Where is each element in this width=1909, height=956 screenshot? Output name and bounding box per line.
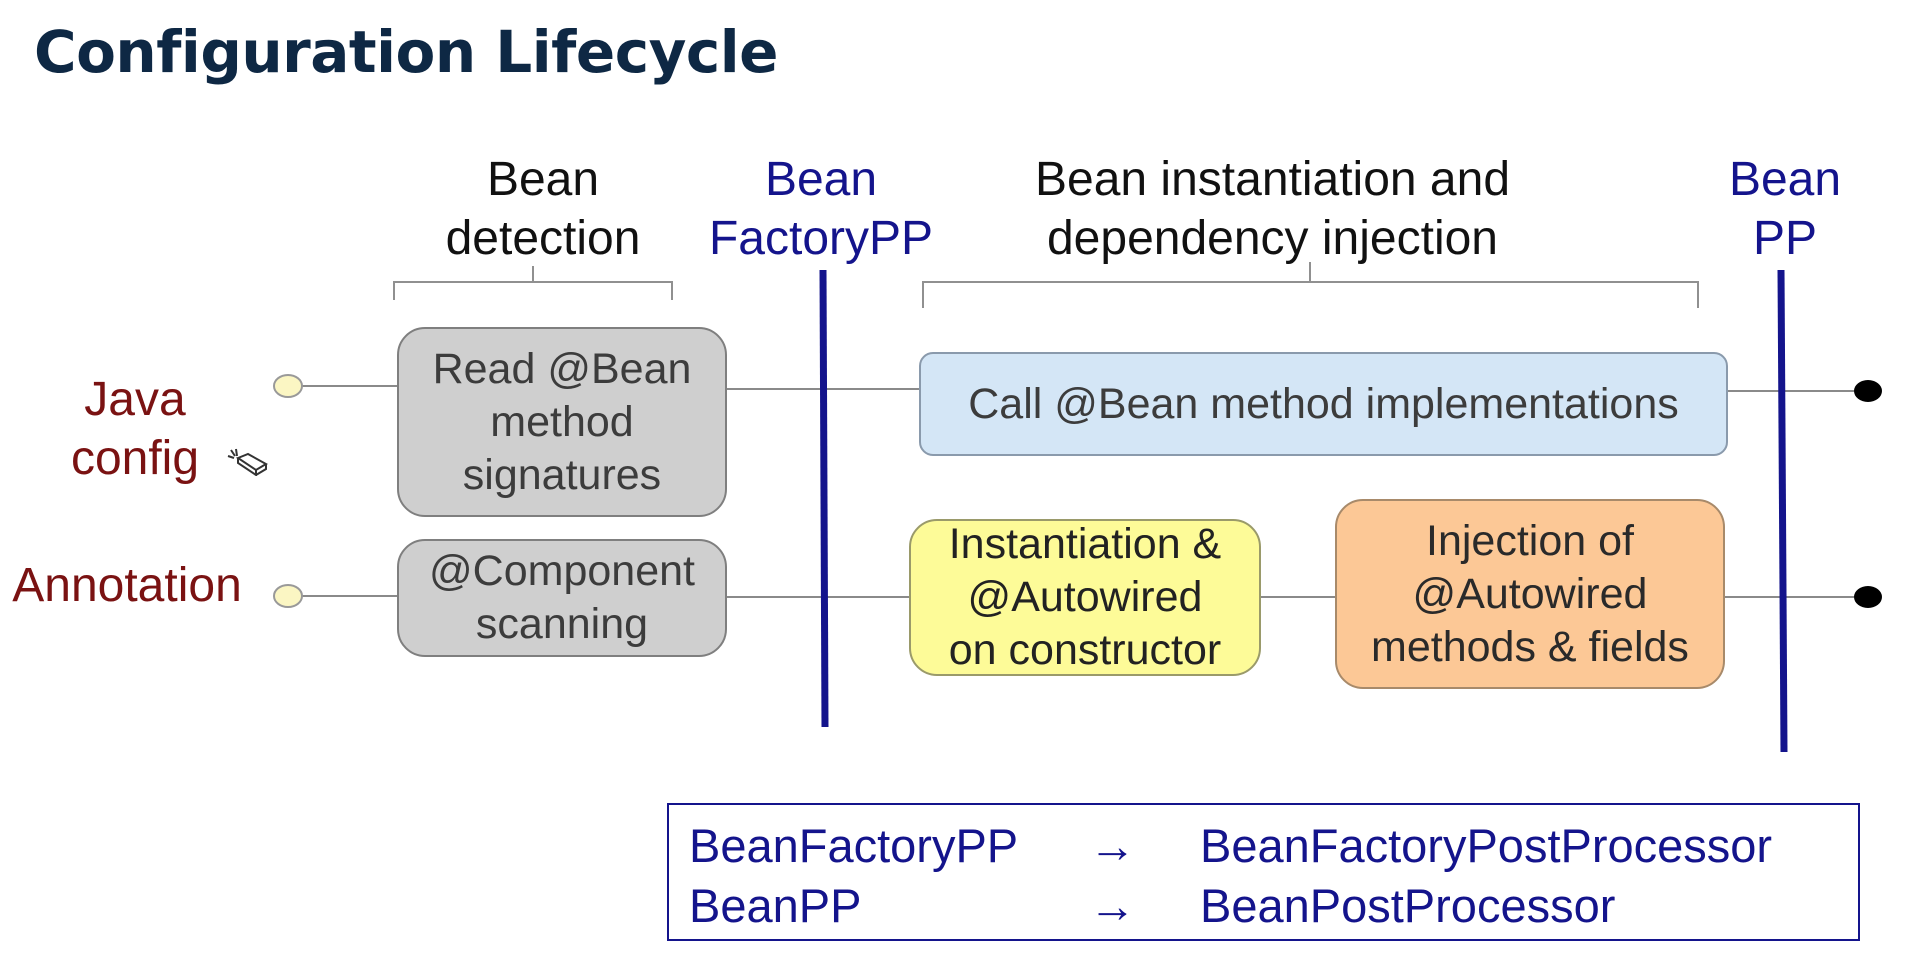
row-label-java-config: Java config (50, 370, 220, 488)
phase-header-line: Bean (486, 153, 600, 206)
legend-arrow: → (1089, 819, 1136, 872)
bracket-instantiation-di (922, 262, 1699, 308)
legend-term: BeanFactoryPP (689, 819, 1019, 872)
divider-bean-pp (1777, 269, 1788, 753)
legend-full-name: BeanFactoryPostProcessor (1200, 819, 1773, 872)
box-line: @Component (429, 547, 695, 595)
end-node-java (1854, 380, 1882, 402)
box-line: scanning (475, 600, 649, 648)
box-line: Call @Bean method implementations (968, 379, 1679, 428)
box-line: @Autowired (967, 573, 1203, 621)
box-component-scanning: @Component scanning (397, 539, 727, 657)
row-label-annotation: Annotation (12, 559, 242, 612)
legend-arrow: → (1089, 879, 1136, 932)
box-line: on constructor (948, 626, 1222, 674)
phase-header-line: Bean instantiation and (1034, 153, 1511, 206)
box-line: methods & fields (1371, 622, 1689, 671)
phase-header-line: dependency injection (1046, 212, 1498, 265)
row-label-line: config (70, 432, 200, 485)
end-node-annotation (1854, 586, 1882, 608)
box-line: Instantiation & (948, 520, 1222, 568)
box-line: Read @Bean (432, 344, 692, 393)
box-read-bean-signatures: Read @Bean method signatures (397, 327, 727, 517)
box-instantiation-autowired: Instantiation & @Autowired on constructo… (909, 519, 1261, 676)
phase-header-line: Bean (764, 153, 878, 206)
box-injection-autowired: Injection of @Autowired methods & fields (1335, 499, 1725, 689)
divider-bean-factory-pp (819, 269, 829, 728)
legend-full-name: BeanPostProcessor (1200, 879, 1616, 932)
start-node-java (273, 374, 303, 398)
legend-term: BeanPP (689, 879, 862, 932)
bracket-bean-detection (393, 266, 673, 300)
box-line: method (490, 397, 634, 446)
phase-header-line: FactoryPP (708, 212, 934, 265)
box-line: signatures (462, 450, 662, 499)
phase-header-bean-factory-pp: Bean FactoryPP (700, 150, 942, 268)
eraser-cursor-icon (227, 448, 268, 476)
phase-header-bean-detection: Bean detection (433, 150, 653, 268)
page-title: Configuration Lifecycle (34, 18, 779, 86)
box-line: @Autowired (1412, 569, 1648, 618)
phase-header-line: PP (1752, 212, 1818, 265)
start-node-annotation (273, 584, 303, 608)
box-line: Injection of (1426, 516, 1634, 565)
row-label-line: Java (84, 373, 186, 426)
phase-header-instantiation-di: Bean instantiation and dependency inject… (1010, 150, 1535, 268)
phase-header-bean-pp: Bean PP (1700, 150, 1870, 268)
box-call-bean-methods: Call @Bean method implementations (919, 352, 1728, 456)
phase-header-line: detection (445, 212, 641, 265)
abbreviation-legend: BeanFactoryPP → BeanFactoryPostProcessor… (667, 803, 1860, 941)
phase-header-line: Bean (1728, 153, 1842, 206)
